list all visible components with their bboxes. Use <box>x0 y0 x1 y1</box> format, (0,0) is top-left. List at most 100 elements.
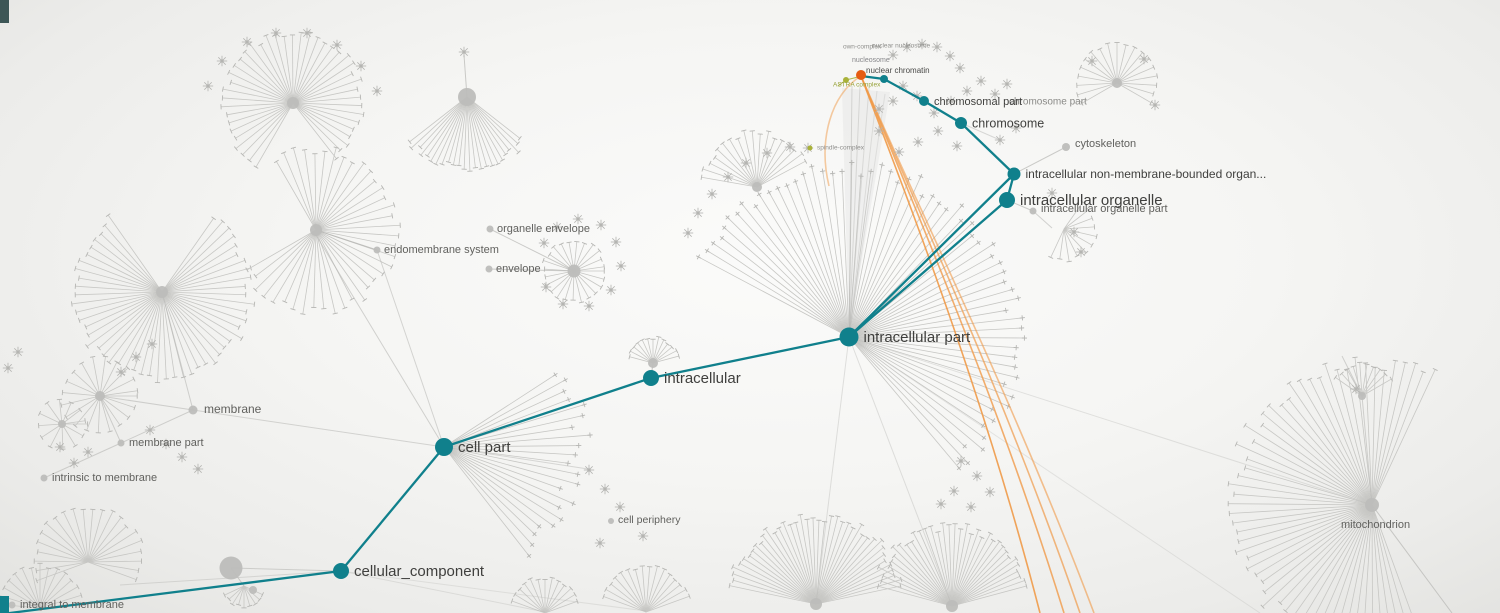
graph-node[interactable] <box>249 586 257 594</box>
node-label[interactable]: cytoskeleton <box>1075 138 1136 150</box>
flower-node <box>371 85 383 97</box>
node-label-small[interactable]: nuclear nucleosome <box>872 43 931 50</box>
flower-node <box>557 298 569 310</box>
flower-node <box>12 346 24 358</box>
olive-node[interactable] <box>843 77 849 83</box>
flower-node <box>270 27 282 39</box>
flower-node <box>551 221 563 233</box>
flower-node <box>2 362 14 374</box>
graph-node[interactable] <box>1365 498 1379 512</box>
flower-node <box>761 147 773 159</box>
flower-node <box>948 485 960 497</box>
node-label[interactable]: integral to membrane <box>20 599 124 611</box>
flower-node <box>1068 226 1080 238</box>
graph-node[interactable] <box>486 225 494 233</box>
node-label[interactable]: mitochondrion <box>1341 519 1410 531</box>
path-node-intracellular-organelle[interactable] <box>999 192 1015 208</box>
path-node-label[interactable]: intracellular part <box>864 329 972 346</box>
path-edge <box>847 172 1016 339</box>
graph-node[interactable] <box>1029 207 1037 215</box>
path-node-label[interactable]: chromosomal part <box>934 96 1022 108</box>
path-node-intracellular[interactable] <box>643 370 659 386</box>
node-label[interactable]: membrane <box>204 402 262 416</box>
path-node-label[interactable]: intracellular <box>664 370 741 387</box>
graph-node[interactable] <box>40 474 48 482</box>
flower-node <box>1075 246 1087 258</box>
path-node-label[interactable]: cell part <box>458 439 511 456</box>
node-label[interactable]: intrinsic to membrane <box>52 472 157 484</box>
path-node-intracellular-part[interactable] <box>839 327 859 347</box>
graph-node[interactable] <box>946 600 958 612</box>
flower-node <box>901 41 913 53</box>
path-node-label[interactable]: cellular_component <box>354 563 485 580</box>
path-node-intracellular-non-membrane-bounded-organ-[interactable] <box>1007 167 1021 181</box>
flower-node <box>931 41 943 53</box>
flower-node <box>961 85 973 97</box>
node-label-small[interactable]: own-complex <box>843 44 882 51</box>
node-label[interactable]: organelle envelope <box>497 223 590 235</box>
flower-node <box>176 451 188 463</box>
path-node-cell-part[interactable] <box>435 438 453 456</box>
flower-node <box>202 80 214 92</box>
node-label[interactable]: membrane part <box>129 437 204 449</box>
graph-node[interactable] <box>8 601 16 609</box>
graph-node[interactable] <box>752 182 762 192</box>
path-node-cellular-component[interactable] <box>333 563 349 579</box>
node-label[interactable]: chromosome part <box>1009 97 1087 108</box>
graph-node[interactable] <box>58 420 66 428</box>
flower-node <box>355 60 367 72</box>
graph-node[interactable] <box>117 439 125 447</box>
path-node-label[interactable]: intracellular organelle <box>1020 192 1163 209</box>
graph-node[interactable] <box>648 358 658 368</box>
flower-node <box>682 227 694 239</box>
flower-node <box>160 438 172 450</box>
flower-node <box>583 300 595 312</box>
node-label-small[interactable]: ASTRA complex <box>833 82 881 89</box>
path-edge <box>922 99 963 125</box>
graph-node[interactable] <box>188 405 198 415</box>
node-label[interactable]: envelope <box>496 263 541 275</box>
graph-node[interactable] <box>373 246 381 254</box>
flower-node <box>912 136 924 148</box>
graph-node[interactable] <box>156 286 168 298</box>
orange-edge <box>824 75 862 187</box>
path-node-chromosomal-part[interactable] <box>919 96 929 106</box>
flower-node <box>1149 99 1161 111</box>
flower-node <box>928 107 940 119</box>
node-label[interactable]: endomembrane system <box>384 244 499 256</box>
graph-node[interactable] <box>287 97 299 109</box>
flower-node <box>984 486 996 498</box>
node-label[interactable]: intracellular organelle part <box>1041 203 1168 215</box>
path-node-label[interactable]: chromosome <box>972 116 1044 130</box>
graph-node[interactable] <box>219 556 243 580</box>
flower-node <box>873 103 885 115</box>
graph-node[interactable] <box>1062 143 1070 151</box>
node-label-small[interactable]: spindle-complex <box>817 145 865 152</box>
graph-node[interactable] <box>458 88 476 106</box>
flower-node <box>331 39 343 51</box>
graph-node[interactable] <box>567 264 581 278</box>
path-edge <box>339 445 446 573</box>
olive-node[interactable] <box>807 145 813 151</box>
flower-node <box>594 537 606 549</box>
graph-node[interactable] <box>1112 78 1122 88</box>
graph-node[interactable] <box>608 518 614 524</box>
graph-node[interactable] <box>1358 392 1366 400</box>
node-label[interactable]: cell periphery <box>618 514 681 526</box>
flower-node <box>994 134 1006 146</box>
graph-node[interactable] <box>810 598 822 610</box>
flower-node <box>1010 122 1022 134</box>
selected-node-orange[interactable] <box>856 70 866 80</box>
path-node-chromosome[interactable] <box>955 117 967 129</box>
graph-node[interactable] <box>310 224 322 236</box>
node-label-small[interactable]: nucleosome <box>852 57 890 64</box>
flower-node <box>540 281 552 293</box>
graph-node[interactable] <box>485 265 493 273</box>
graph-node[interactable] <box>95 391 105 401</box>
flower-node <box>1350 383 1362 395</box>
orange-edge <box>860 75 1041 613</box>
path-node-label[interactable]: intracellular non-membrane-bounded organ… <box>1026 167 1267 181</box>
node-label-small[interactable]: nuclear chromatin <box>866 66 930 75</box>
flower-node <box>784 141 796 153</box>
path-node-8[interactable] <box>880 75 888 83</box>
